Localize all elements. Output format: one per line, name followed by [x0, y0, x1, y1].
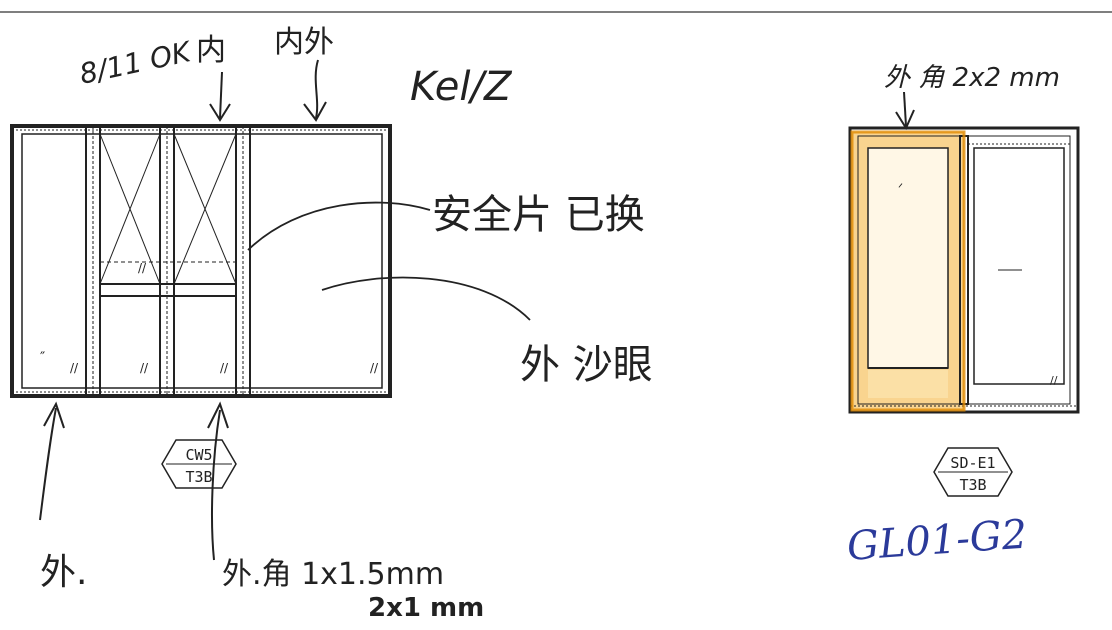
annotation-outer-frame-2: 2x1 mm: [368, 593, 484, 623]
label-kcl: Kel/Z: [410, 64, 513, 110]
svg-text://: //: [70, 361, 79, 375]
tag-cw5-line2: T3B: [185, 468, 212, 486]
arrow-inner-pane: [209, 71, 231, 122]
window-elevation-sd-e1: // ᐟ: [848, 126, 1080, 414]
annotation-safety-film: 安全片 已换: [432, 192, 645, 238]
svg-text://: //: [220, 361, 229, 375]
window-elevation-cw5: ″ // // // // //: [10, 124, 392, 398]
window-tag-cw5: [161, 439, 237, 489]
svg-text://: //: [1050, 374, 1058, 387]
drawing-reference: GL01-G2: [845, 512, 1028, 570]
tag-cw5-line1: CW5: [185, 446, 212, 464]
svg-text://: //: [140, 361, 149, 375]
tag-sd-e1-line2: T3B: [959, 476, 986, 494]
leader-safety-film: [247, 201, 431, 251]
svg-text:″: ″: [40, 350, 45, 366]
annotation-outer-frame-right: 外 角 2x2 mm: [884, 63, 1060, 93]
arrow-outer-left: [39, 401, 65, 521]
svg-text:ᐟ: ᐟ: [898, 181, 903, 195]
annotation-outer-frame: 外.角 1x1.5mm: [222, 557, 444, 592]
annotation-peephole: 外 沙眼: [520, 342, 653, 388]
arrow-outer-frame-right: [895, 91, 915, 131]
annotation-outer-left: 外.: [40, 552, 87, 593]
tag-sd-e1-line1: SD-E1: [950, 454, 995, 472]
label-inner: 内: [196, 33, 226, 68]
note-checked: 8/11 OK: [77, 35, 196, 91]
arrow-inner-outer-pane: [303, 59, 327, 122]
svg-text://: //: [138, 261, 147, 275]
leader-peephole: [321, 276, 531, 321]
label-inner-outer: 内外: [274, 25, 334, 60]
svg-text://: //: [370, 361, 379, 375]
window-tag-sd-e1: [933, 447, 1013, 497]
